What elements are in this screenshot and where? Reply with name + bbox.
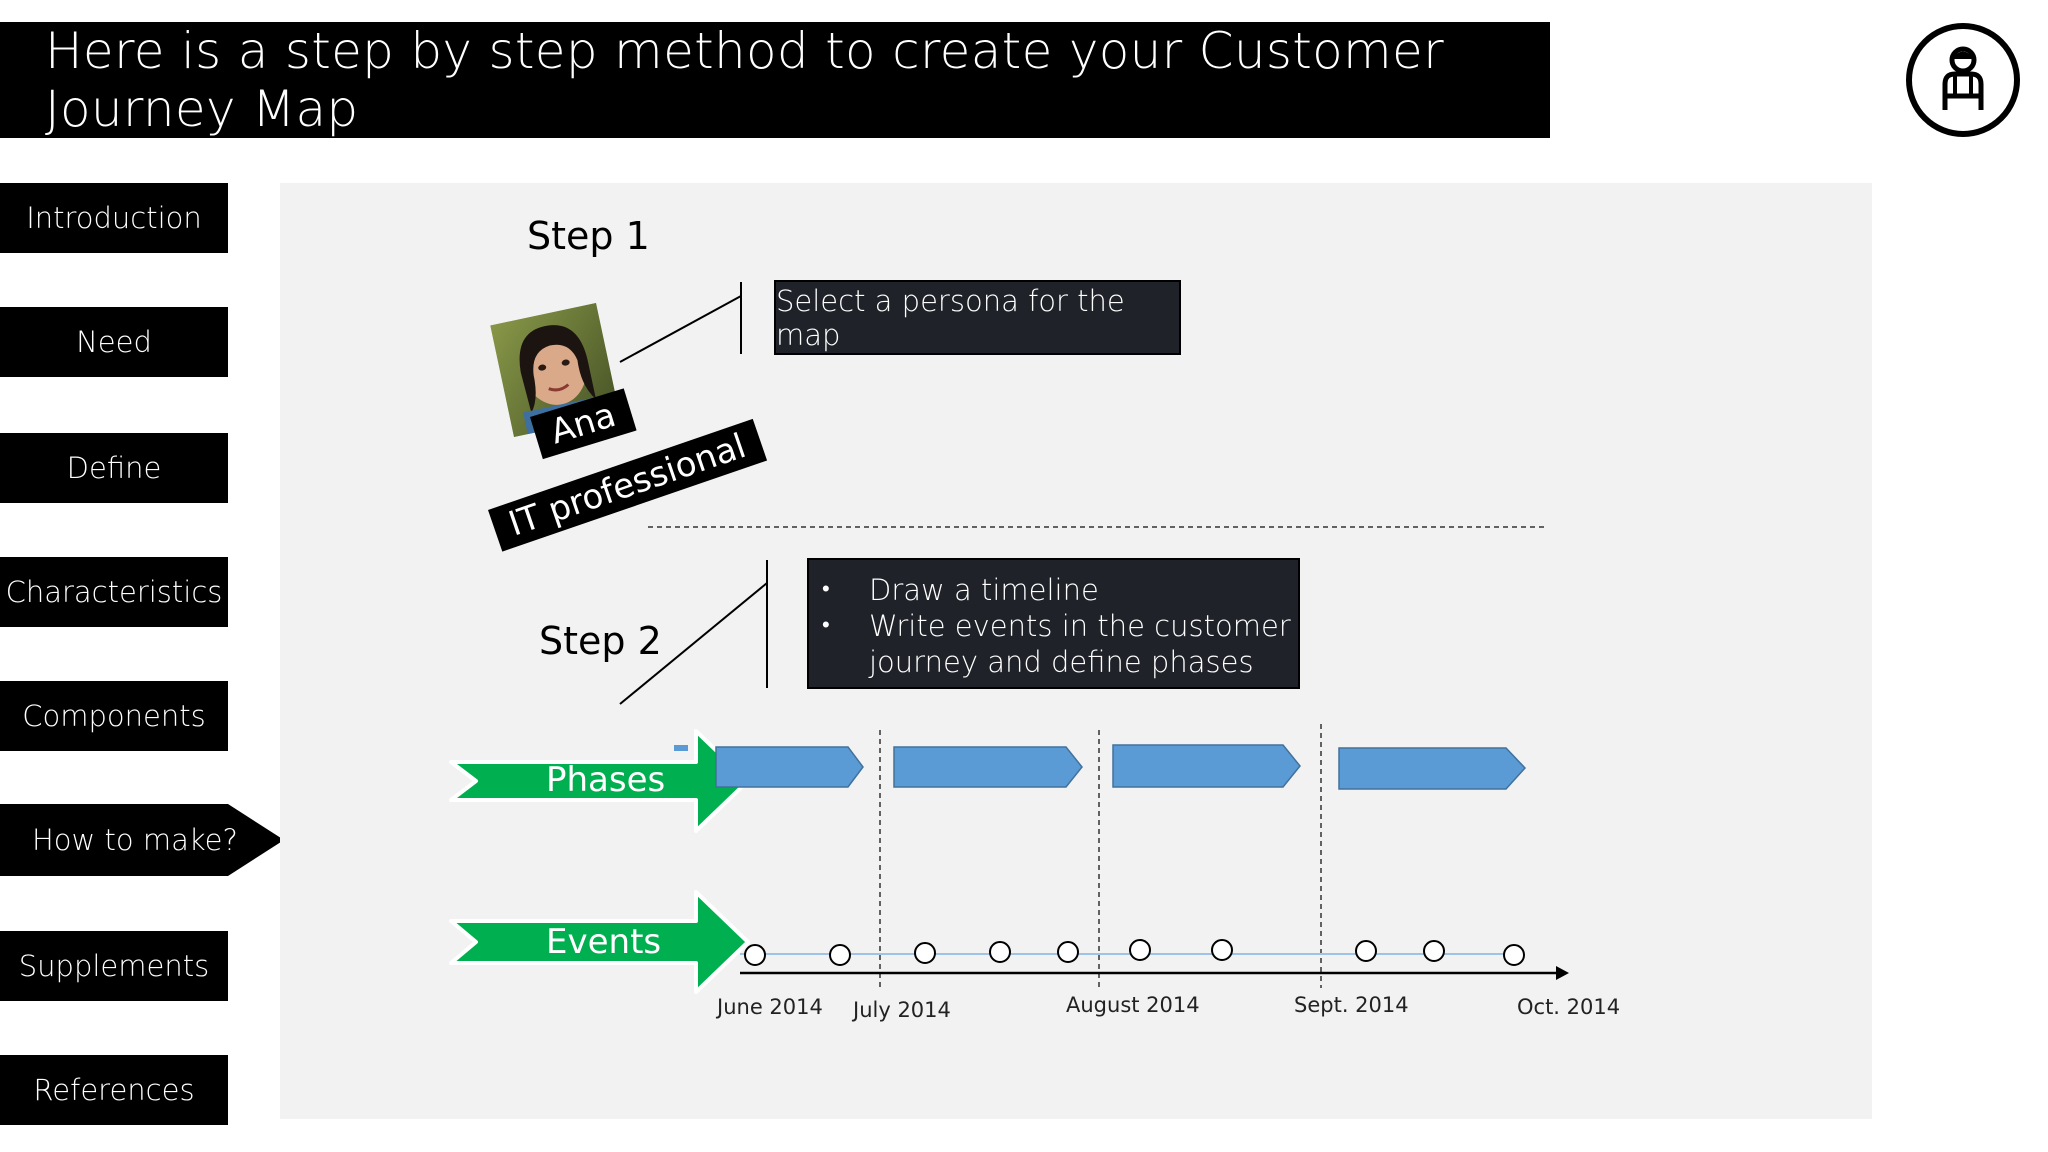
nav-item-define[interactable]: Define <box>0 433 228 503</box>
event-marker <box>1057 941 1079 963</box>
nav-item-supplements[interactable]: Supplements <box>0 931 228 1001</box>
page-title: Here is a step by step method to create … <box>0 22 1550 138</box>
persona-icon <box>1906 23 2020 137</box>
event-marker <box>989 941 1011 963</box>
date-label-october: Oct. 2014 <box>1517 995 1621 1019</box>
phase-chevron-1 <box>715 746 864 788</box>
nav-item-active-arrow[interactable] <box>0 804 284 876</box>
step2-instructions: Draw a timeline Write events in the cust… <box>807 558 1300 689</box>
phase-chevron-2 <box>893 746 1083 788</box>
phases-arrow <box>449 729 750 833</box>
date-label-june: June 2014 <box>717 995 823 1019</box>
nav-item-need[interactable]: Need <box>0 307 228 377</box>
step2-label: Step 2 <box>539 619 662 663</box>
date-label-september: Sept. 2014 <box>1294 993 1409 1017</box>
step2-bullet-timeline: Draw a timeline <box>822 572 1298 608</box>
event-marker <box>829 944 851 966</box>
events-arrow <box>449 890 750 994</box>
event-marker <box>1211 939 1233 961</box>
date-label-august: August 2014 <box>1066 993 1200 1017</box>
event-marker <box>914 942 936 964</box>
step1-label: Step 1 <box>527 214 650 258</box>
step2-bullet-events: Write events in the customer journey and… <box>822 608 1298 680</box>
nav-item-references[interactable]: References <box>0 1055 228 1125</box>
phase-chevron-3 <box>1112 744 1301 788</box>
nav-item-characteristics[interactable]: Characteristics <box>0 557 228 627</box>
phases-label: Phases <box>546 760 666 800</box>
step2-bullet-list: Draw a timeline Write events in the cust… <box>809 572 1298 680</box>
event-marker <box>1129 939 1151 961</box>
event-marker <box>744 944 766 966</box>
date-label-july: July 2014 <box>853 998 951 1022</box>
nav-item-components[interactable]: Components <box>0 681 228 751</box>
events-label: Events <box>546 922 662 962</box>
step1-instruction: Select a persona for the map <box>774 280 1181 355</box>
nav-item-introduction[interactable]: Introduction <box>0 183 228 253</box>
nav-item-how-to-make[interactable]: How to make? <box>32 823 238 857</box>
event-marker <box>1355 940 1377 962</box>
event-marker <box>1423 940 1445 962</box>
event-marker <box>1503 944 1525 966</box>
phase-chevron-4 <box>1338 747 1527 790</box>
